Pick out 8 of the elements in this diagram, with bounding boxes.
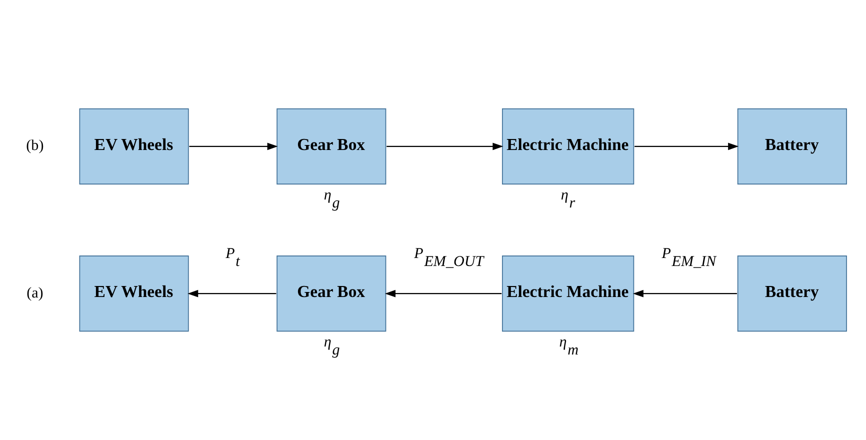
arrow [632, 290, 737, 298]
arrow [384, 290, 502, 298]
label: (b) [26, 138, 44, 154]
arrow [386, 142, 504, 150]
arrow [188, 290, 276, 298]
arrow [189, 142, 278, 150]
arrow [634, 142, 739, 150]
label: (a) [26, 285, 44, 302]
